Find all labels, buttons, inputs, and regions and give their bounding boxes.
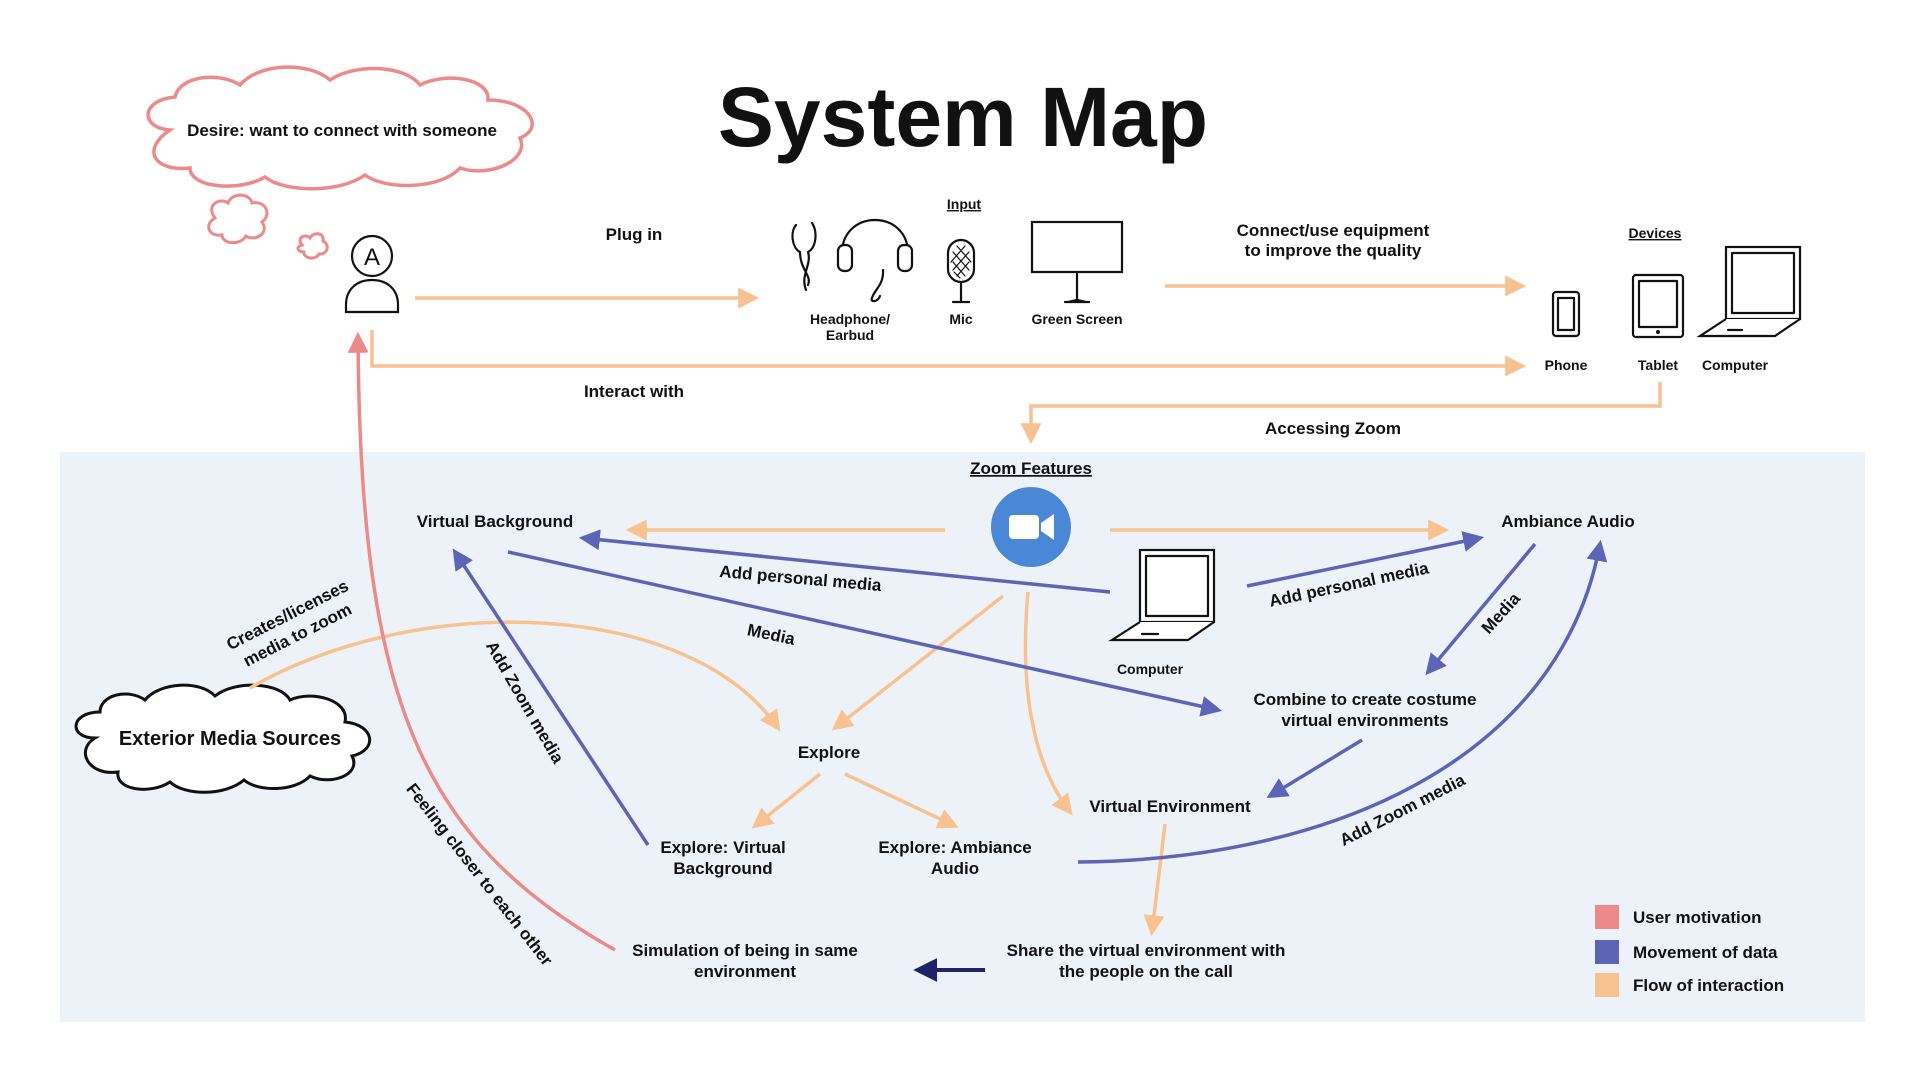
arrow-accessing-zoom (1020, 382, 1662, 445)
mic-label: Mic (949, 311, 973, 327)
phone-icon (1551, 290, 1581, 338)
node-simulation-1: Simulation of being in same (632, 941, 858, 960)
legend-swatch-data (1595, 940, 1619, 964)
node-virtual-background: Virtual Background (417, 512, 574, 531)
green-screen-icon (1030, 220, 1124, 304)
node-explore-aa-2: Audio (931, 859, 979, 878)
page-title: System Map (718, 70, 1208, 164)
label-accessing-zoom: Accessing Zoom (1265, 419, 1401, 438)
arrow-explore-to-aa (844, 772, 959, 829)
node-explore-vb-2: Background (673, 859, 772, 878)
arrow-zoom-to-virtual-env (1023, 591, 1073, 816)
node-explore-aa-1: Explore: Ambiance (878, 838, 1031, 857)
headphone-earbud-icon (791, 218, 914, 303)
arrow-laptop-to-vb (578, 529, 1111, 594)
node-explore-vb-1: Explore: Virtual (660, 838, 785, 857)
legend-label-motivation: User motivation (1633, 908, 1761, 927)
devices-heading: Devices (1629, 225, 1682, 241)
thought-bubble-medium (207, 193, 269, 245)
phone-label: Phone (1545, 357, 1588, 373)
green-screen-label: Green Screen (1031, 311, 1122, 327)
desire-text: Desire: want to connect with someone (187, 121, 497, 140)
arrow-combine-to-virtual-env (1266, 738, 1363, 799)
node-ambiance-audio: Ambiance Audio (1501, 512, 1635, 531)
input-heading: Input (947, 196, 982, 212)
node-virtual-environment: Virtual Environment (1089, 797, 1251, 816)
zoom-features-heading: Zoom Features (970, 459, 1092, 478)
node-share-1: Share the virtual environment with (1007, 941, 1286, 960)
arrow-virtual-env-to-share (1143, 823, 1167, 937)
legend-swatch-interaction (1595, 973, 1619, 997)
label-connect-1: Connect/use equipment (1237, 221, 1430, 240)
arrow-laptop-to-ambiance (1246, 531, 1485, 588)
legend-label-data: Movement of data (1633, 943, 1778, 962)
label-connect-2: to improve the quality (1245, 241, 1422, 260)
node-simulation-2: environment (694, 962, 796, 981)
tablet-label: Tablet (1638, 357, 1679, 373)
person-initial: A (364, 244, 380, 271)
thought-bubble-small (296, 232, 329, 260)
arrow-add-zoom-media-right (1077, 539, 1608, 864)
arrow-ambiance-media-to-combine (1425, 542, 1537, 676)
node-explore: Explore (798, 743, 860, 762)
label-plug-in: Plug in (606, 225, 663, 244)
arrow-vb-media-to-combine (507, 550, 1223, 717)
label-interact-with: Interact with (584, 382, 684, 401)
person-icon: A (344, 234, 400, 314)
arrow-explore-vb-to-vb (452, 548, 650, 846)
node-combine-1: Combine to create costume (1254, 690, 1477, 709)
headphone-label-2: Earbud (826, 327, 874, 343)
tablet-icon (1631, 273, 1685, 339)
arrow-explore-to-vb (751, 772, 822, 829)
desire-cloud: Desire: want to connect with someone (146, 65, 534, 191)
legend-swatch-motivation (1595, 905, 1619, 929)
legend-label-interaction: Flow of interaction (1633, 976, 1784, 995)
headphone-label-1: Headphone/ (810, 311, 890, 327)
node-share-2: the people on the call (1059, 962, 1233, 981)
exterior-media-text: Exterior Media Sources (119, 728, 341, 750)
arrow-feeling-closer (347, 331, 616, 952)
node-combine-2: virtual environments (1281, 711, 1448, 730)
computer-icon (1696, 245, 1802, 338)
laptop-computer-icon (1108, 548, 1216, 642)
arrow-interact-with (370, 330, 1527, 377)
zoom-camera-icon (991, 487, 1071, 567)
computer-label: Computer (1702, 357, 1769, 373)
legend: User motivation Movement of data Flow of… (1595, 905, 1784, 997)
arrow-zoom-to-explore (831, 594, 1005, 731)
node-laptop-computer: Computer (1117, 661, 1184, 677)
arrow-exterior-to-explore (249, 620, 781, 732)
mic-icon (946, 238, 976, 304)
exterior-media-cloud: Exterior Media Sources (74, 683, 371, 794)
